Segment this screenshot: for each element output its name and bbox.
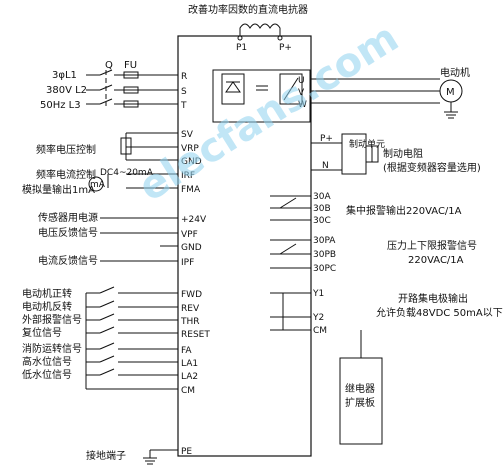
- relay-board-label-2: 扩展板: [345, 396, 375, 409]
- oc-output-label-2: 允许负载48VDC 50mA以下: [376, 306, 503, 319]
- terminal-vpf: VPF: [181, 230, 198, 240]
- input-label-fa: 消防运转信号: [22, 342, 82, 355]
- brake-resistor-label: 制动电阻: [383, 147, 423, 160]
- terminal-vrp: VRP: [181, 144, 199, 154]
- input-label-thr: 外部报警信号: [22, 313, 82, 326]
- relay-board-label-1: 继电器: [345, 382, 375, 395]
- terminal-24v: +24V: [181, 215, 207, 225]
- dc-reactor: [239, 23, 281, 36]
- input-label-la1: 高水位信号: [22, 355, 72, 368]
- terminal-30b: 30B: [313, 204, 331, 214]
- terminal-v: V: [298, 88, 305, 98]
- oc-output-label-1: 开路集电极输出: [398, 292, 468, 305]
- terminal-irf: IRF: [181, 171, 195, 181]
- rectifier-symbol: [221, 73, 245, 105]
- terminal-fma: FMA: [181, 185, 201, 195]
- current-feedback-label: 电流反馈信号: [38, 254, 98, 267]
- terminal-s: S: [181, 87, 187, 97]
- ground-symbol: [143, 449, 178, 465]
- terminal-gnd-1: GND: [181, 157, 202, 167]
- left-terminal-labels: R S T SV VRP GND IRF FMA +24V VPF GND IP…: [180, 72, 210, 457]
- igbt-bridge-symbol: [279, 73, 303, 105]
- terminal-r: R: [181, 72, 187, 82]
- pressure-alarm-label-2: 220VAC/1A: [408, 255, 464, 266]
- motor-label: 电动机: [440, 66, 470, 79]
- terminal-u: U: [298, 76, 305, 86]
- terminal-pplus-label: P+: [279, 43, 292, 53]
- switch-label: Q: [105, 60, 113, 71]
- terminal-pe: PE: [181, 447, 192, 457]
- milliammeter-symbol: [88, 176, 104, 192]
- right-terminal-labels: U V W P+ N 30A 30B 30C 30PA 30PB 30PC Y1…: [298, 76, 336, 336]
- terminal-cm-left: CM: [181, 386, 195, 396]
- brake-resistor-note: (根据变频器容量选用): [383, 161, 481, 174]
- supply-l3: 50Hz L3: [40, 100, 81, 111]
- power-stage: [212, 69, 311, 123]
- terminal-30pa: 30PA: [313, 236, 336, 246]
- terminal-sv: SV: [181, 130, 194, 140]
- terminal-n: N: [322, 161, 329, 171]
- terminal-p1-label: P1: [236, 43, 247, 53]
- current-source-label: DC4~20mA: [100, 168, 154, 178]
- terminal-cm-right: CM: [313, 326, 327, 336]
- terminal-w: W: [298, 100, 307, 110]
- ground-terminal-label: 接地端子: [86, 449, 126, 462]
- motor-ground: [444, 102, 458, 119]
- reactor-title: 改善功率因数的直流电抗器: [188, 3, 308, 16]
- supply-l2: 380V L2: [46, 85, 87, 96]
- analog-out-label: 模拟量输出1mA: [22, 183, 95, 196]
- input-label-rev: 电动机反转: [22, 300, 72, 313]
- freq-pot-label: 频率电压控制: [36, 143, 96, 156]
- terminal-thr: THR: [180, 317, 200, 327]
- input-wires: [85, 286, 178, 390]
- milliammeter-label: mA: [90, 180, 106, 190]
- brake-unit-label: 制动单元: [349, 138, 385, 150]
- brake-unit-box: [341, 133, 367, 175]
- input-label-fwd: 电动机正转: [22, 287, 72, 300]
- sensor-power-label: 传感器用电源: [38, 211, 98, 224]
- terminal-y1: Y1: [312, 289, 324, 299]
- terminal-ipf: IPF: [181, 258, 194, 268]
- pressure-alarm-label-1: 压力上下限报警信号: [387, 239, 477, 252]
- supply-wires: [86, 69, 178, 108]
- terminal-gnd-2: GND: [181, 243, 202, 253]
- terminal-30pb: 30PB: [313, 250, 336, 260]
- terminal-pplus-brake: P+: [320, 134, 333, 144]
- fuse-label: FU: [124, 60, 137, 71]
- terminal-30c: 30C: [313, 216, 331, 226]
- relay-wires: [270, 195, 311, 331]
- terminal-la1: LA1: [181, 359, 198, 369]
- voltage-feedback-label: 电压反馈信号: [38, 226, 98, 239]
- alarm-output-label: 集中报警输出220VAC/1A: [346, 204, 462, 217]
- input-label-la2: 低水位信号: [22, 368, 72, 381]
- terminal-t: T: [180, 101, 187, 111]
- analog-wires: [107, 132, 178, 189]
- capacitor-symbol: [256, 85, 268, 91]
- terminal-y2: Y2: [312, 313, 324, 323]
- feedback-wires: [100, 217, 178, 262]
- input-label-reset: 复位信号: [22, 326, 62, 339]
- terminal-la2: LA2: [181, 372, 198, 382]
- motor-symbol-label: M: [446, 87, 455, 98]
- terminal-30pc: 30PC: [313, 264, 336, 274]
- watermark: elecfans.com: [131, 15, 407, 211]
- freq-current-label: 频率电流控制: [36, 168, 96, 181]
- motor-wires: [311, 78, 440, 104]
- terminal-fwd: FWD: [181, 290, 202, 300]
- brake-resistor: [371, 145, 379, 163]
- supply-l1: 3φL1: [52, 70, 77, 81]
- terminal-fa: FA: [181, 346, 192, 356]
- terminal-reset: RESET: [181, 330, 210, 340]
- terminal-rev: REV: [181, 304, 200, 314]
- terminal-30a: 30A: [313, 192, 331, 202]
